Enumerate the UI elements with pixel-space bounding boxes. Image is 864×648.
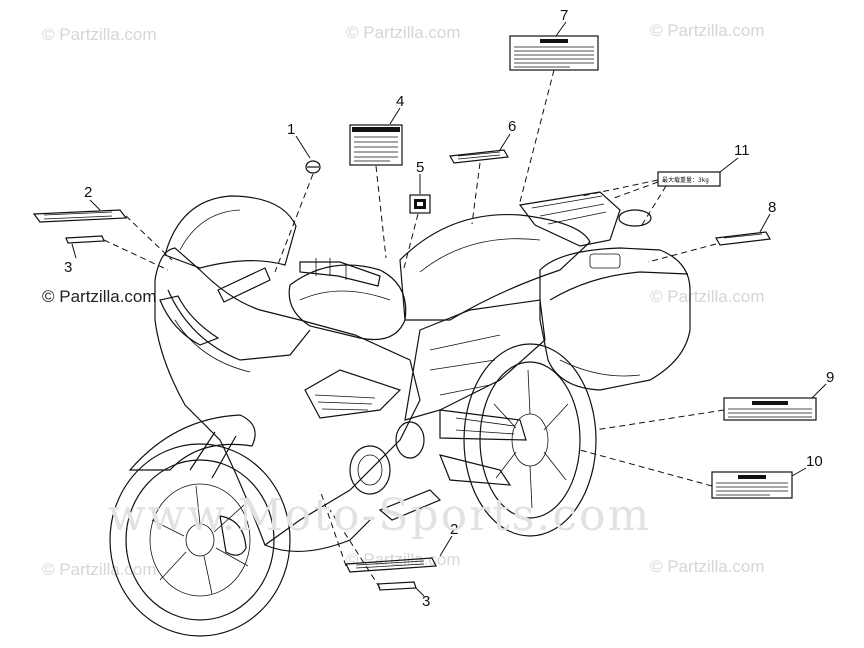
item-3-decal [65,235,105,244]
callout-5: 5 [416,159,424,176]
callout-4: 4 [396,93,404,110]
item-11-load-label: 最大载重量：3kg [657,171,721,187]
item-2-decal [32,209,128,223]
item-6-emblem [449,149,509,164]
watermark-partzilla: © Partzilla.com [42,560,157,579]
watermark-site: www.Moto-Sports.com [108,490,651,541]
item-1-round-emblem [305,160,321,174]
callout-7: 7 [560,7,568,24]
watermark-partzilla: © Partzilla.com [42,25,157,44]
callout-2: 2 [84,184,92,201]
motorcycle-illustration [109,191,691,637]
leader-lines [71,21,827,597]
watermark-partzilla: © Partzilla.com [42,287,157,306]
callout-8: 8 [768,199,776,216]
watermark-partzilla: © Partzilla.com [650,287,765,306]
watermark-partzilla: © Partzilla.com [650,557,765,576]
item-3-decal-lower [377,581,417,591]
callout-9: 9 [826,369,834,386]
callout-2-lower: 2 [450,521,458,538]
watermark-partzilla: © Partzilla.com [346,23,461,42]
callout-10: 10 [806,453,823,470]
item-11-text: 最大载重量：3kg [662,176,709,184]
item-4-warning-label [349,124,403,166]
callout-3-lower: 3 [422,593,430,610]
item-5-square-label [409,194,431,214]
callout-6: 6 [508,118,516,135]
callout-11: 11 [734,142,750,159]
item-10-label [711,471,793,499]
callout-3: 3 [64,259,72,276]
item-7-info-label [509,35,599,71]
callout-1: 1 [287,121,295,138]
item-8-emblem [715,231,771,246]
watermark-partzilla: © Partzilla.com [650,21,765,40]
item-9-label [723,397,817,421]
